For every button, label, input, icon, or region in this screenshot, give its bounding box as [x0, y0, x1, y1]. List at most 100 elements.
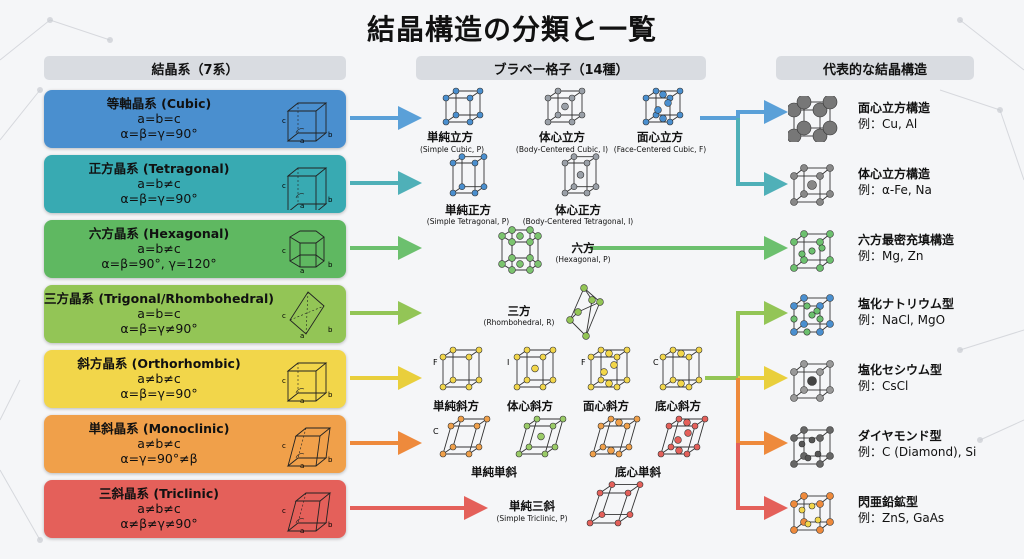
lattice-atom: [458, 183, 466, 190]
ortho-p-cell: F: [433, 346, 483, 391]
lattice-atom: [664, 99, 672, 107]
label-ortho-f: 面心斜方: [583, 399, 629, 413]
lattice-atom: [669, 376, 677, 384]
lattice-atom: [533, 415, 541, 423]
lattice-atom: [471, 159, 479, 167]
lattice-atom: [657, 450, 665, 458]
lattice-atom: [607, 446, 615, 455]
example-materials: 例：ZnS, GaAs: [858, 511, 945, 525]
lattice-atom: [476, 87, 484, 95]
lattice-atom: [623, 422, 631, 430]
lattice-atom: [516, 232, 524, 240]
lattice-atom: [675, 415, 683, 423]
lattice-atom: [614, 519, 622, 527]
lattice-atom: [544, 94, 552, 102]
lattice-atom: [465, 353, 473, 361]
axis-label-b: b: [328, 521, 333, 529]
lattice-atom: [615, 418, 623, 427]
sub-hexagonal: (Hexagonal, P): [555, 255, 611, 264]
lattice-atom: [566, 316, 574, 324]
example-materials: 例：CsCl: [858, 379, 909, 393]
lattice-atom: [439, 383, 447, 391]
lattice-atom: [523, 422, 531, 430]
lattice-atom: [578, 111, 586, 119]
system-name: 六方晶系 (Hexagonal): [88, 226, 230, 241]
header-crystal-systems: 結晶系（7系）: [44, 56, 346, 80]
lattice-atom: [570, 153, 578, 160]
lattice-atom: [513, 383, 521, 391]
lattice-atom: [676, 111, 684, 119]
axis-label-c: c: [282, 442, 286, 450]
lattice-atom: [561, 189, 569, 197]
lattice-atom: [465, 383, 473, 391]
lattice-atom: [578, 87, 586, 95]
lattice-atom: [586, 519, 594, 527]
axis-label-b: b: [328, 456, 333, 464]
lattice-atom: [587, 383, 595, 391]
lattice-atom: [607, 415, 615, 423]
lattice-atom: [623, 346, 631, 354]
lattice-atom: [498, 232, 506, 240]
axis-label-b: b: [328, 391, 333, 399]
label-ortho-p: 単純斜方: [433, 399, 479, 413]
lattice-atom: [475, 376, 483, 384]
lattice-atom: [659, 90, 667, 99]
lattice-atom: [598, 511, 606, 518]
lattice-atom: [526, 238, 534, 246]
system-name: 三斜晶系 (Triclinic): [99, 486, 219, 501]
axis-label-a: a: [300, 267, 304, 275]
ortho-f-cell: F: [581, 346, 631, 391]
lattice-atom: [526, 226, 534, 234]
axis-label-a: a: [300, 527, 304, 535]
lattice-atom: [693, 443, 701, 451]
lattice-atom: [676, 87, 684, 95]
lattice-atom: [483, 415, 491, 423]
nacl-structure-icon: [788, 292, 838, 342]
axis-label-c: c: [282, 312, 286, 320]
system-angle-relation: α=β=90°, γ=120°: [101, 256, 217, 271]
axis-label-c: c: [282, 247, 286, 255]
lattice-atom: [583, 189, 591, 197]
centering-letter: C: [433, 427, 439, 436]
lattice-atom: [544, 118, 552, 126]
unit-cell-icon: cab: [282, 102, 333, 145]
cubic-i-cell: [544, 87, 586, 126]
axis-label-c: c: [282, 377, 286, 385]
lattice-atom: [683, 418, 691, 427]
cubic-f-cell: [642, 87, 684, 126]
example-text: 体心立方構造例：α-Fe, Na: [858, 166, 932, 198]
lattice-atom: [623, 376, 631, 384]
centering-letter: F: [581, 358, 586, 367]
lattice-atom: [675, 446, 683, 455]
system-axis-relation: a≠b≠c: [137, 371, 181, 386]
system-name: 斜方晶系 (Orthorhombic): [77, 356, 241, 371]
lattice-atom: [605, 379, 613, 388]
mono-c-cell-1: [589, 415, 641, 458]
axis-label-b: b: [328, 196, 333, 204]
lattice-atom: [465, 450, 473, 458]
lattice-atom: [613, 383, 621, 391]
example-structure-name: 体心立方構造: [858, 167, 931, 181]
lattice-atom: [549, 422, 557, 430]
mono-c-cell-2: [657, 415, 709, 458]
lattice-atom: [582, 332, 590, 340]
example-text: 塩化ナトリウム型例：NaCl, MgO: [858, 296, 954, 328]
lattice-atom: [476, 111, 484, 119]
lattice-atom: [475, 346, 483, 354]
lattice-atom: [574, 308, 582, 316]
lattice-atom: [674, 436, 682, 444]
lattice-atom: [541, 450, 549, 458]
label-ortho-i: 体心斜方: [507, 399, 553, 413]
lattice-atom: [449, 346, 457, 354]
lattice-atom: [605, 349, 613, 358]
lattice-atom: [508, 254, 516, 262]
lattice-atom: [613, 353, 621, 361]
header-bravais-lattices: ブラベー格子（14種）: [416, 56, 706, 80]
lattice-atom: [452, 111, 460, 119]
